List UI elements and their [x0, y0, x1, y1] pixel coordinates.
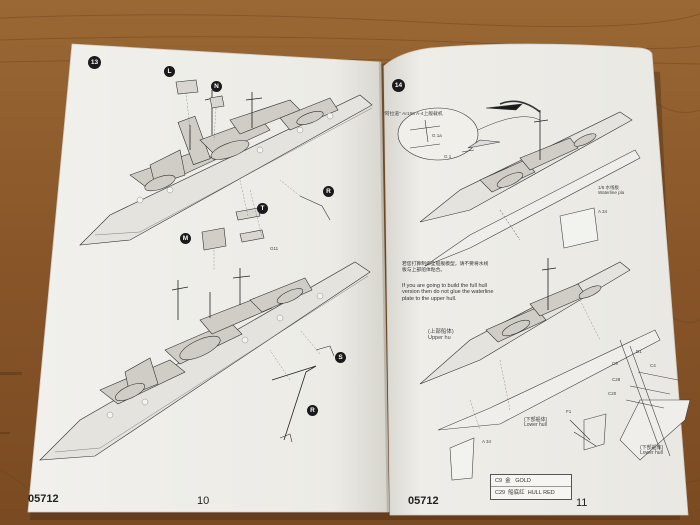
callout-M: M — [180, 233, 191, 244]
part-tag-c28: C28 — [612, 377, 621, 382]
part-tag-c4: C4 — [650, 363, 656, 368]
aircraft-inset — [397, 100, 541, 161]
lower-hull-label-b: (下部船体) Lower hull — [640, 445, 664, 456]
step-number-14: 14 — [392, 79, 405, 92]
ship-drawing-lower — [39, 261, 371, 461]
step-number-13: 13 — [88, 56, 101, 69]
part-tag-f1: F1 — [566, 409, 572, 414]
part-tag-a34-lower: A 34 — [482, 439, 492, 444]
note-english: If you are going to build the full hull … — [402, 283, 494, 302]
callout-L: L — [164, 66, 175, 77]
part-tag-c9: C9 — [612, 361, 618, 366]
left-page-number: 10 — [197, 495, 210, 507]
callout-N: N — [211, 81, 222, 92]
ship-drawing-full-hull — [419, 258, 691, 481]
paint-row-gold: C9 金 GOLD — [491, 475, 571, 487]
right-product-code: 05712 — [408, 495, 439, 507]
ship-drawing-upper — [79, 79, 373, 270]
paint-color-key: C9 金 GOLD C29 船底红 HULL RED — [490, 474, 572, 500]
callout-R-lower: R — [307, 405, 318, 416]
aircraft-inset-title: "阿拉道" Ar196 A-4上舰载机 — [383, 112, 443, 117]
callout-R-upper: R — [323, 186, 334, 197]
callout-S: S — [335, 352, 346, 363]
callout-T: T — [257, 203, 268, 214]
upper-hull-label: (上部船体) Upper hu — [428, 329, 454, 341]
ship-drawing-waterline — [419, 110, 641, 267]
note-chinese: 若您打算制作全船舰模型，请不要将水线板与上部船体粘合。 — [402, 262, 489, 273]
part-tag-g11: G11 — [270, 246, 279, 251]
part-tag-d1: D1 — [636, 349, 642, 354]
part-tag-c20: C20 — [608, 391, 617, 396]
waterline-plate-label: 1/8 水线板 Waterline pla — [598, 185, 625, 195]
lower-hull-label-a: (下部船体) Lower hull — [524, 417, 548, 428]
part-tag-a34-upper: A 34 — [598, 209, 608, 214]
right-page-number: 11 — [576, 497, 588, 509]
paint-row-hull-red: C29 船底红 HULL RED — [495, 490, 555, 496]
part-tag-g1a: G 1a — [432, 133, 442, 138]
part-tag-g1: G 1 — [444, 154, 452, 159]
left-product-code: 05712 — [28, 493, 59, 505]
